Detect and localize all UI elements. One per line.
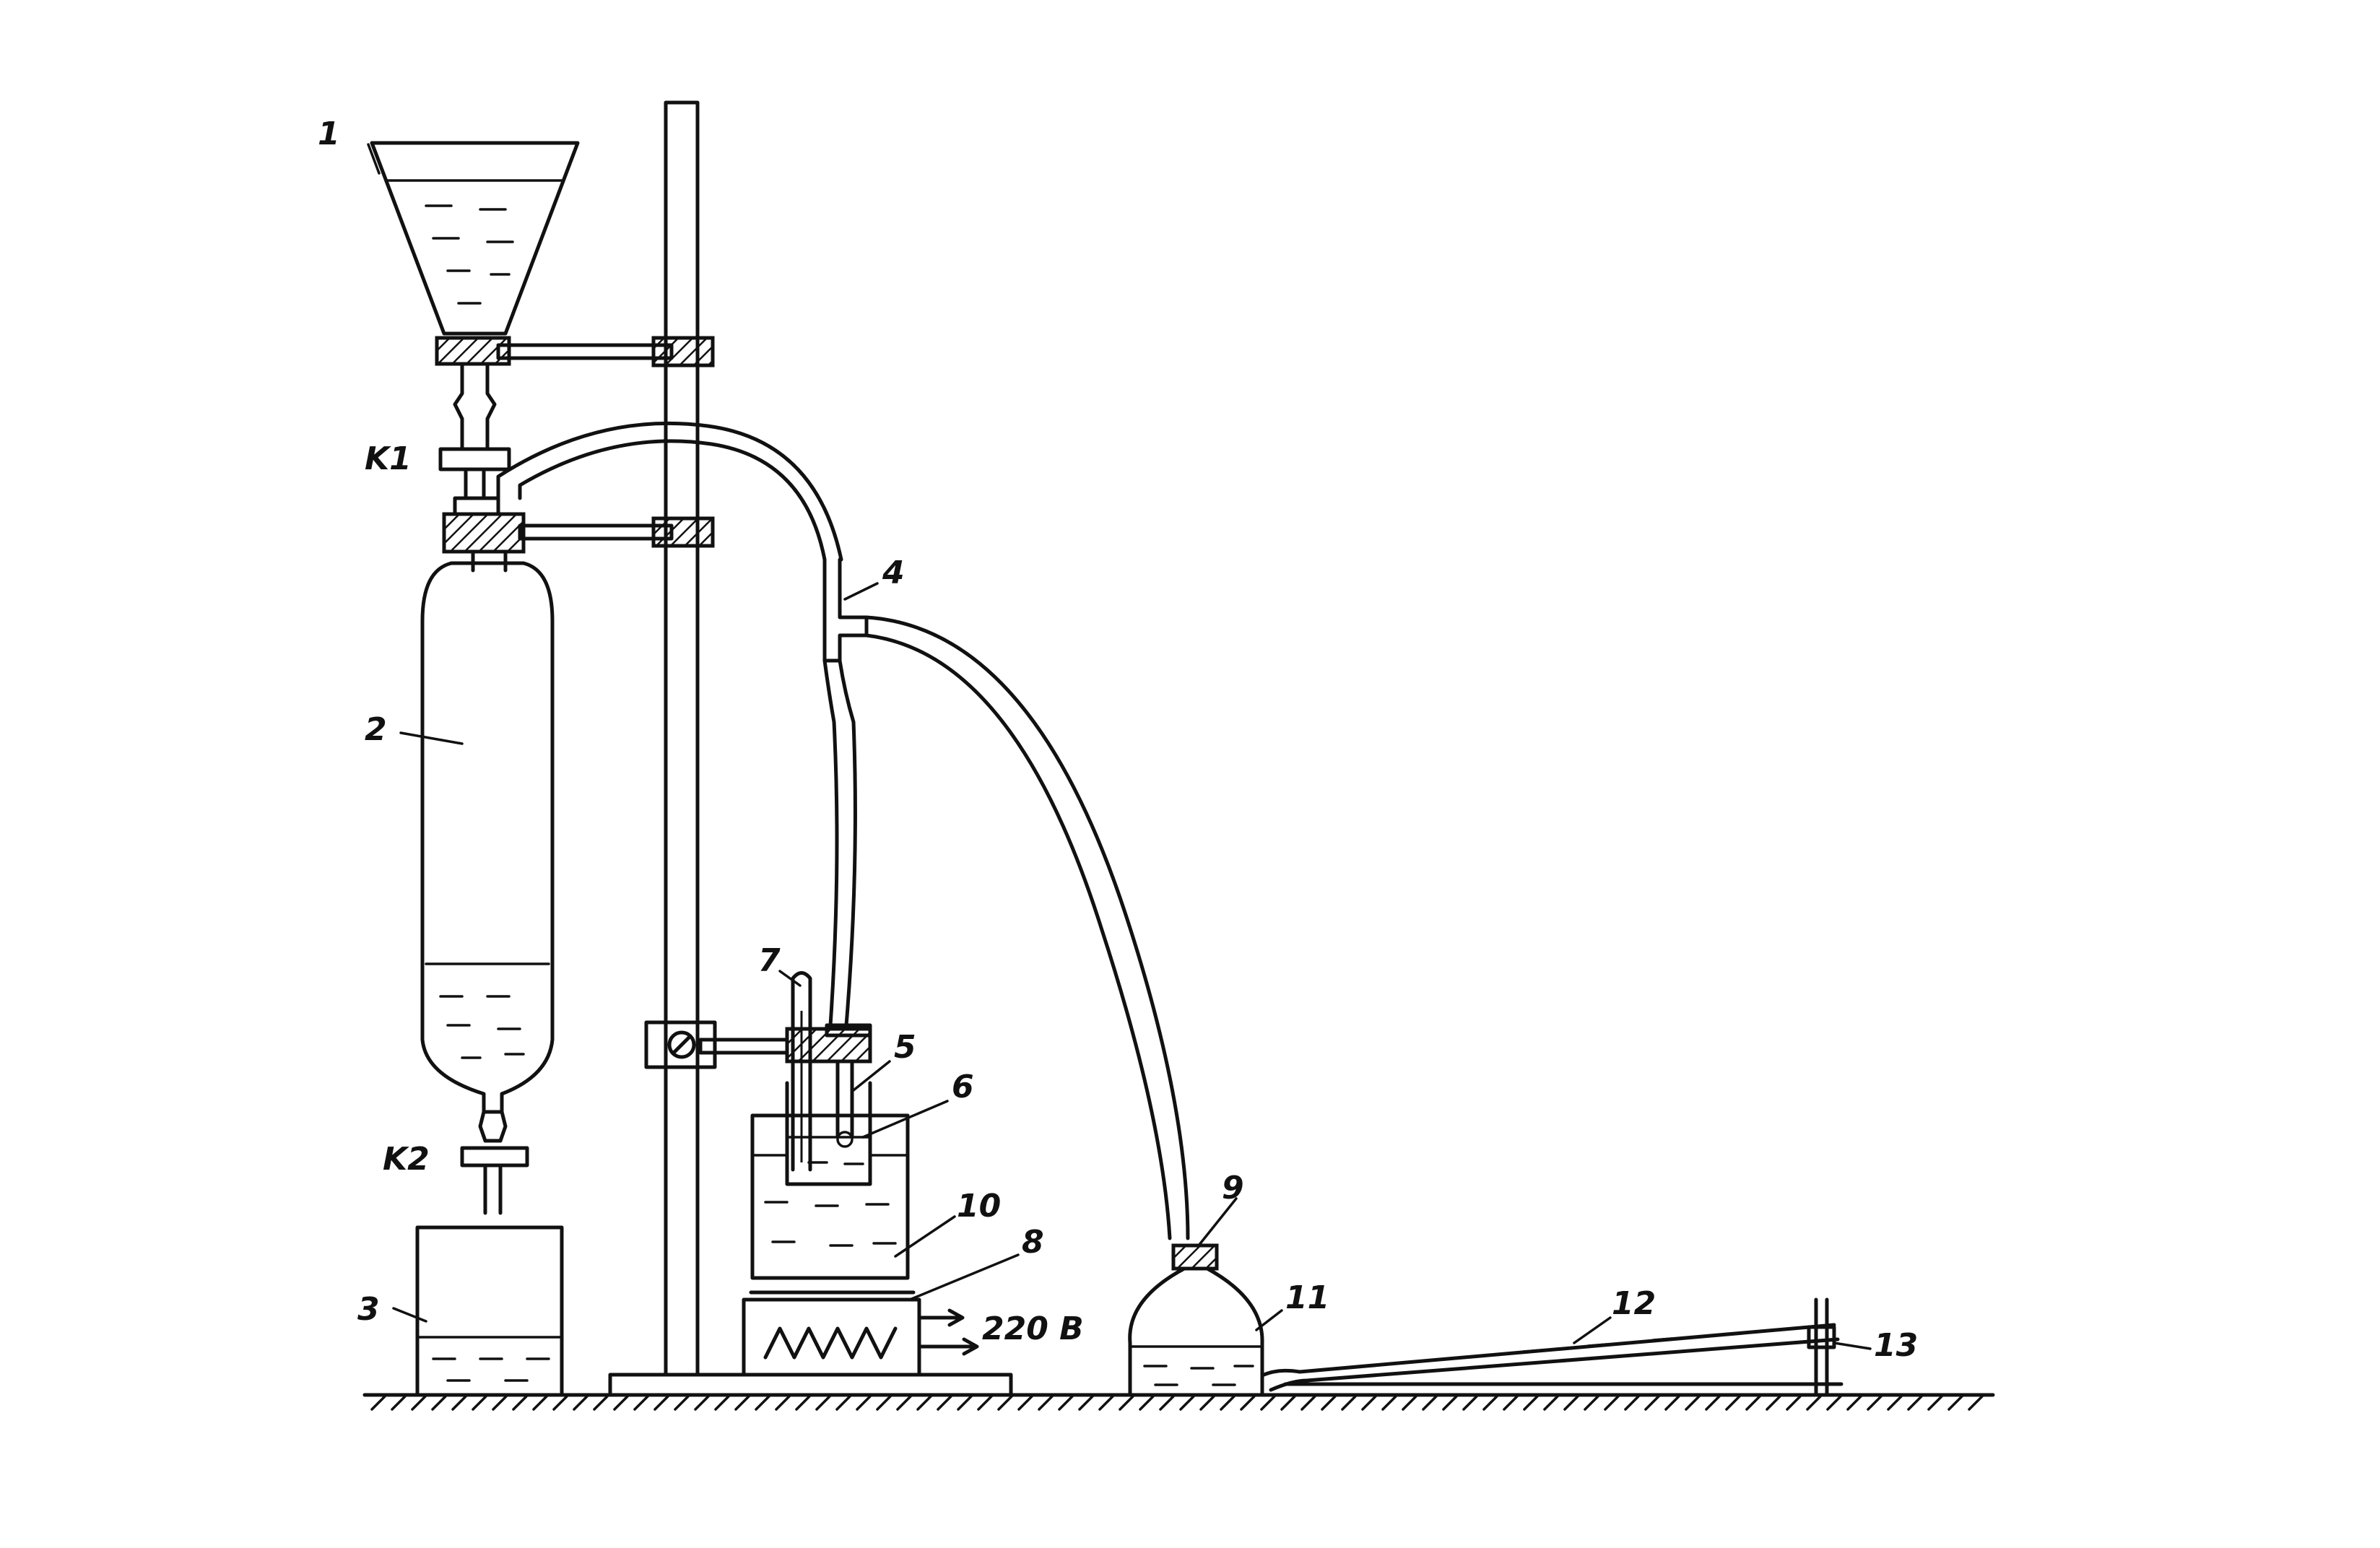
label-valve-k1: K1 [365,440,412,477]
label-bath: 10 [957,1188,1001,1225]
ground [362,1393,1995,1411]
collection-beaker [415,1225,564,1397]
label-beaker: 3 [357,1291,380,1328]
thermometer [791,971,812,1172]
clamps [496,336,789,1069]
valve-k1 [438,447,511,500]
label-tube: 5 [894,1029,916,1066]
label-thermometer: 7 [758,942,781,979]
connecting-hose [496,421,843,562]
label-cylinder: 2 [365,711,387,748]
label-support: 13 [1874,1327,1918,1364]
stand [608,100,1013,1397]
separatory-funnel [370,141,580,450]
power-arrows [918,1308,979,1356]
long-hose [864,615,1190,1240]
label-flask: 11 [1285,1279,1329,1316]
label-tray: 12 [1612,1285,1656,1322]
down-hose [822,658,857,1027]
cylinder-stopper [442,496,526,573]
label-vessel: 6 [952,1069,974,1105]
label-valve-k2: K2 [383,1141,430,1178]
receiving-flask [1128,1243,1264,1397]
label-funnel: 1 [318,116,340,152]
inclined-tray [1260,1323,1843,1392]
label-voltage: 220 B [982,1310,1084,1347]
electric-heater [742,1290,921,1377]
leader-lines [367,143,1872,1350]
tee-connector [822,557,869,663]
vessel-stopper [785,1023,872,1148]
label-flask-outlet: 9 [1222,1170,1244,1206]
label-tee: 4 [882,555,905,591]
label-heater: 8 [1022,1224,1044,1261]
water-bath [750,1081,910,1280]
labels: 1 2 3 4 5 6 7 8 9 10 11 12 13 K1 K2 220 … [318,116,1918,1364]
valve-k2 [460,1110,529,1215]
gas-cylinder [420,561,555,1114]
tray-support [1807,1297,1836,1397]
